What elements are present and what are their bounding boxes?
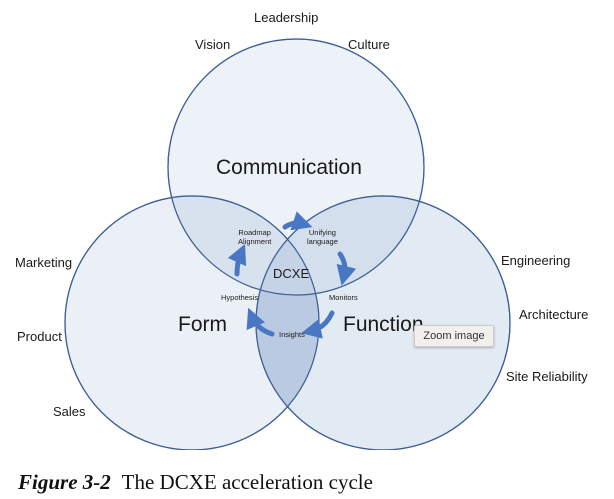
label-unifying-language: Unifying language: [307, 228, 338, 246]
venn-svg: [64, 38, 511, 451]
arrow-unifying-monitors: [336, 251, 357, 286]
label-vision: Vision: [195, 37, 231, 52]
overlap-communication: [168, 196, 424, 295]
label-engineering: Engineering: [501, 253, 571, 268]
label-function: Function: [343, 313, 424, 336]
zoom-image-button[interactable]: Zoom image: [414, 325, 494, 347]
label-culture: Culture: [348, 37, 390, 52]
label-architecture: Architecture: [519, 307, 589, 322]
label-monitors: Monitors: [329, 293, 358, 302]
label-roadmap-alignment: Roadmap Alignment: [238, 228, 272, 246]
label-hypothesis: Hypothesis: [221, 293, 259, 302]
label-leadership: Leadership: [254, 10, 319, 25]
label-product: Product: [17, 329, 62, 344]
label-site-reliability: Site Reliability: [506, 369, 588, 384]
figure-title: The DCXE acceleration cycle: [121, 470, 373, 494]
label-form: Form: [178, 313, 227, 336]
figure-caption: Figure 3-2 The DCXE acceleration cycle: [18, 470, 373, 495]
label-insights: Insights: [279, 330, 305, 339]
cycle-arrows: [227, 211, 357, 339]
venn-diagram: Communication Form Function DCXE Roadmap…: [15, 10, 589, 451]
label-dcxe: DCXE: [273, 266, 310, 281]
label-marketing: Marketing: [15, 255, 73, 270]
arrow-roadmap-unifying: [282, 211, 313, 231]
label-communication: Communication: [216, 156, 362, 179]
figure-number: Figure 3-2: [18, 470, 111, 494]
label-sales: Sales: [53, 404, 86, 419]
arrow-monitors-insights: [301, 310, 335, 339]
arrow-hypothesis-roadmap: [227, 243, 247, 277]
arrow-insights-hypothesis: [246, 307, 275, 337]
